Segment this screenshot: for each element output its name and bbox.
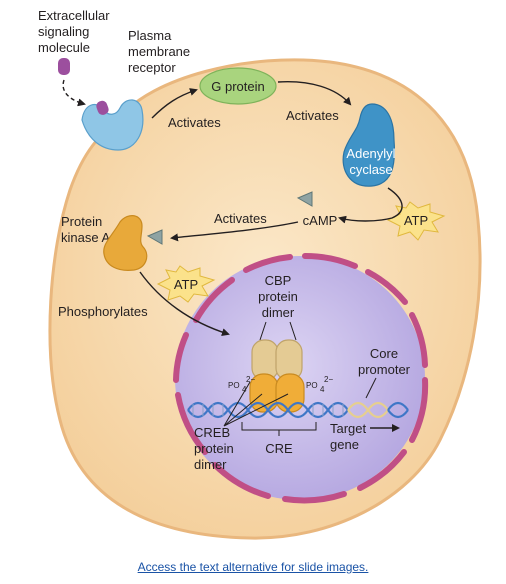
activates-arrow-2 — [277, 81, 352, 106]
bound-camp — [146, 229, 163, 245]
cbp-label-lines — [259, 321, 297, 341]
activates-label-2: Activates — [286, 108, 339, 123]
adenylyl-cyclase-label: Adenylyl cyclase — [346, 146, 395, 177]
pka-label: Protein kinase A — [61, 214, 110, 245]
signal-label: Extracellular signaling molecule — [38, 8, 110, 55]
svg-text:protein: protein — [258, 289, 298, 304]
dna-base-pairs — [192, 404, 344, 416]
svg-text:2−: 2− — [246, 375, 255, 384]
svg-text:dimer: dimer — [194, 457, 227, 472]
svg-text:PO: PO — [228, 381, 240, 390]
phosphorylates-arrow — [139, 271, 230, 337]
svg-text:4: 4 — [242, 385, 247, 394]
atp-burst-2 — [156, 265, 216, 303]
camp-molecule — [296, 191, 313, 207]
receptor-label: Plasma membrane receptor — [128, 28, 190, 75]
creb-pointer-lines — [223, 381, 289, 427]
svg-text:Target: Target — [330, 421, 367, 436]
cre-label: CRE — [265, 441, 293, 456]
text-alternative-link[interactable]: Access the text alternative for slide im… — [137, 560, 369, 574]
activates-label-3: Activates — [214, 211, 267, 226]
svg-text:protein: protein — [194, 441, 234, 456]
g-protein — [199, 67, 277, 105]
core-promoter-label: Core promoter — [358, 346, 411, 377]
signal-to-receptor-arrow — [62, 79, 86, 107]
svg-text:dimer: dimer — [262, 305, 295, 320]
plasma-membrane-receptor — [81, 99, 144, 151]
target-gene-label: Target gene — [330, 421, 367, 452]
dna-helix — [187, 401, 409, 419]
svg-text:promoter: promoter — [358, 362, 411, 377]
atp-label-1: ATP — [404, 213, 428, 228]
svg-text:PO: PO — [306, 381, 318, 390]
phosphate-right: PO 4 2− — [306, 375, 333, 394]
activates-label-1: Activates — [168, 115, 221, 130]
atp-burst-1 — [386, 201, 446, 241]
protein-kinase-a — [103, 215, 148, 271]
phosphate-left: PO 4 2− — [228, 375, 255, 394]
activates-arrow-3 — [170, 221, 299, 242]
svg-text:CBP: CBP — [265, 273, 292, 288]
creb-label: CREB protein dimer — [194, 425, 234, 472]
atp-to-camp-arrow — [338, 187, 403, 224]
svg-text:Core: Core — [370, 346, 398, 361]
svg-text:CREB: CREB — [194, 425, 230, 440]
svg-text:Protein: Protein — [61, 214, 102, 229]
svg-text:Extracellular: Extracellular — [38, 8, 110, 23]
core-promoter-pointer — [365, 377, 377, 399]
camp-label: cAMP — [303, 213, 338, 228]
svg-text:cyclase: cyclase — [349, 162, 392, 177]
activates-arrow-1 — [151, 88, 198, 119]
svg-text:molecule: molecule — [38, 40, 90, 55]
svg-text:membrane: membrane — [128, 44, 190, 59]
svg-text:gene: gene — [330, 437, 359, 452]
nuclear-envelope — [173, 252, 429, 504]
atp-label-2: ATP — [174, 277, 198, 292]
cbp-protein-dimer — [251, 339, 303, 381]
bound-signaling-molecule — [96, 100, 109, 115]
cre-bracket — [241, 422, 317, 436]
svg-text:kinase A: kinase A — [61, 230, 110, 245]
phosphorylates-label: Phosphorylates — [58, 304, 148, 319]
svg-text:Plasma: Plasma — [128, 28, 172, 43]
svg-text:receptor: receptor — [128, 60, 176, 75]
signaling-molecule — [58, 58, 70, 75]
svg-text:4: 4 — [320, 385, 325, 394]
cbp-label: CBP protein dimer — [258, 273, 298, 320]
adenylyl-cyclase — [342, 103, 396, 187]
g-protein-label: G protein — [211, 79, 264, 94]
svg-text:signaling: signaling — [38, 24, 89, 39]
svg-text:Adenylyl: Adenylyl — [346, 146, 395, 161]
svg-text:2−: 2− — [324, 375, 333, 384]
